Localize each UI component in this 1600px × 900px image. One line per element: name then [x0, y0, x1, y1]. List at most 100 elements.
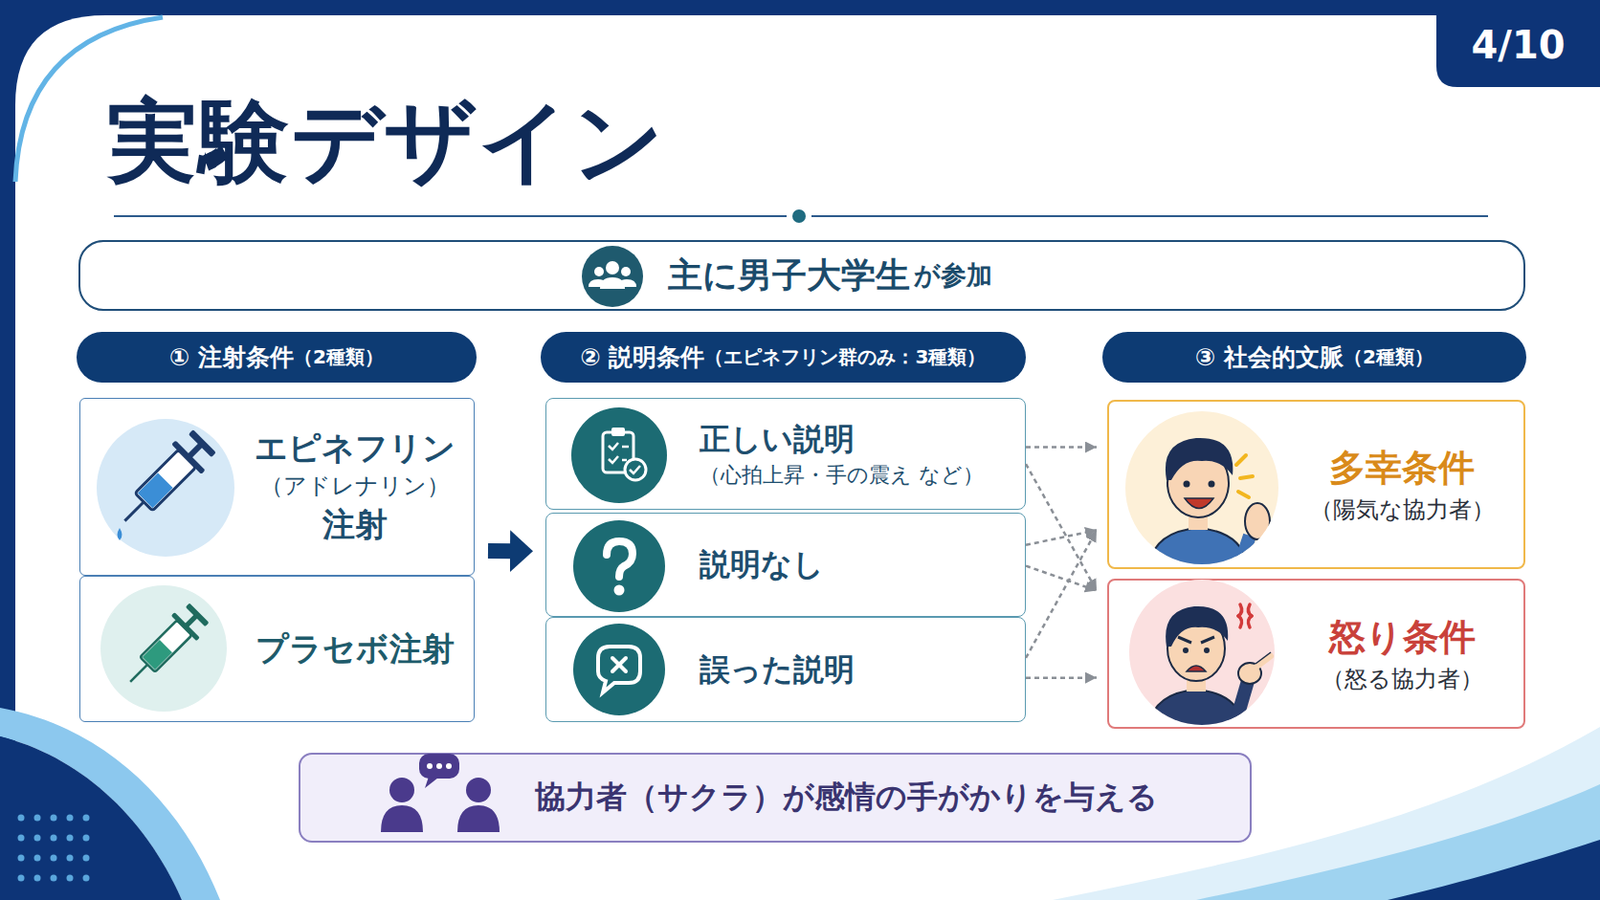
angry-face-illustration	[1255, 652, 1271, 665]
angry-face-illustration	[1186, 666, 1206, 672]
node-text: （2種類）	[293, 344, 384, 371]
node-heading: ① 注射条件	[169, 341, 294, 374]
dashed-arrow	[1025, 445, 1097, 449]
node-text: （陽気な協力者）	[1310, 494, 1495, 528]
dot-grid	[66, 855, 74, 863]
node-heading: 誤った説明	[699, 648, 855, 692]
syringe-icon	[117, 528, 123, 541]
angry-face-illustration	[1238, 616, 1243, 628]
node-heading: ② 説明条件	[580, 341, 706, 374]
syringe-icon	[186, 443, 203, 460]
happy-face-illustration	[1236, 455, 1246, 466]
syringe-icon	[183, 615, 198, 629]
dot-grid	[34, 875, 42, 883]
dot-grid	[34, 835, 42, 843]
page-number: 4/10	[1436, 9, 1600, 81]
wave	[1387, 840, 1600, 900]
slide-title: 実験デザイン	[107, 91, 667, 191]
syringe-icon	[139, 621, 192, 673]
node-heading: 多幸条件	[1329, 442, 1475, 495]
section-header: ② 説明条件（エピネフリン群のみ：3種類）	[540, 332, 1026, 383]
syringe-icon	[134, 449, 197, 512]
people-icon	[581, 245, 644, 308]
happy-face-illustration	[1165, 438, 1233, 481]
context-box: 怒り条件（怒る協力者）	[1107, 578, 1526, 730]
dot-grid	[18, 815, 25, 823]
node-heading: ③ 社会的文脈	[1195, 341, 1344, 374]
note-box: 協力者（サクラ）が感情の手がかりを与える	[298, 753, 1252, 844]
node-heading: 協力者（サクラ）が感情の手がかりを与える	[534, 777, 1158, 820]
angry-face-illustration	[1255, 656, 1271, 668]
explanation-box: 説明なし	[545, 512, 1026, 618]
page-tab	[1436, 0, 1600, 88]
angry-face-illustration	[1129, 579, 1275, 730]
happy-face-illustration	[1184, 498, 1214, 510]
happy-face-illustration	[1240, 535, 1250, 565]
happy-face-illustration	[1148, 528, 1248, 570]
angry-face-illustration	[1247, 616, 1252, 628]
happy-face-illustration	[1208, 481, 1216, 489]
collaborator-icon	[419, 754, 460, 779]
people-icon	[620, 279, 637, 288]
angry-face-illustration	[1238, 604, 1252, 628]
node-text: （心拍上昇・手の震え など）	[699, 461, 984, 491]
injection-box: プラセボ注射	[79, 576, 475, 723]
syringe-icon	[100, 585, 227, 712]
dot-grid	[83, 815, 90, 823]
dot-grid	[34, 855, 42, 863]
clipboard-icon	[602, 432, 634, 473]
clipboard-icon	[571, 407, 667, 504]
node-text: （アドレナリン）	[260, 470, 450, 504]
slide-surface	[15, 15, 1600, 900]
collaborator-icon	[426, 763, 433, 770]
dashed-arrow	[1025, 676, 1097, 680]
people-icon	[594, 266, 604, 277]
people-icon	[600, 277, 625, 289]
dot-grid	[50, 815, 58, 823]
dot-grid	[50, 875, 58, 883]
dot-grid	[83, 875, 90, 883]
section-header: ③ 社会的文脈（2種類）	[1102, 332, 1527, 383]
error-bubble-icon	[573, 623, 666, 716]
dashed-arrow	[1025, 530, 1097, 659]
dot-grid	[18, 835, 25, 843]
happy-face-illustration	[1240, 476, 1253, 479]
error-bubble-icon	[598, 646, 641, 693]
angry-face-illustration	[1177, 637, 1192, 644]
question-icon	[573, 520, 666, 613]
error-bubble-icon	[573, 623, 666, 716]
wave	[1196, 784, 1600, 900]
collaborator-icon	[380, 754, 500, 833]
divider-dot	[792, 209, 806, 223]
angry-face-illustration	[1234, 681, 1248, 728]
happy-face-illustration	[1188, 512, 1208, 531]
syringe-icon	[117, 600, 213, 696]
people-icon	[605, 261, 620, 275]
collaborator-icon	[445, 763, 452, 770]
dot-grid	[18, 855, 25, 863]
context-box: 多幸条件（陽気な協力者）	[1107, 400, 1526, 570]
happy-face-illustration	[1183, 481, 1191, 489]
collaborator-icon	[389, 777, 415, 803]
node-text: が参加	[913, 258, 993, 293]
clipboard-icon	[608, 456, 619, 464]
clipboard-icon	[611, 427, 625, 437]
syringe-icon	[130, 665, 147, 682]
clipboard-icon	[624, 459, 646, 481]
explanation-box: 正しい説明（心拍上昇・手の震え など）	[545, 398, 1026, 511]
syringe-icon	[137, 472, 174, 509]
happy-face-illustration	[1125, 411, 1279, 565]
syringe-icon	[185, 603, 210, 628]
dashed-arrow	[1025, 566, 1097, 592]
clipboard-icon	[571, 407, 667, 504]
happy-face-illustration	[1244, 503, 1270, 540]
section-header: ① 注射条件（2種類）	[76, 332, 477, 383]
syringe-icon	[188, 429, 217, 458]
angry-face-illustration	[1203, 647, 1210, 654]
participant-band: 主に男子大学生が参加	[78, 240, 1526, 312]
collaborator-icon	[424, 777, 439, 789]
syringe-icon	[171, 612, 200, 642]
question-icon	[573, 520, 666, 613]
